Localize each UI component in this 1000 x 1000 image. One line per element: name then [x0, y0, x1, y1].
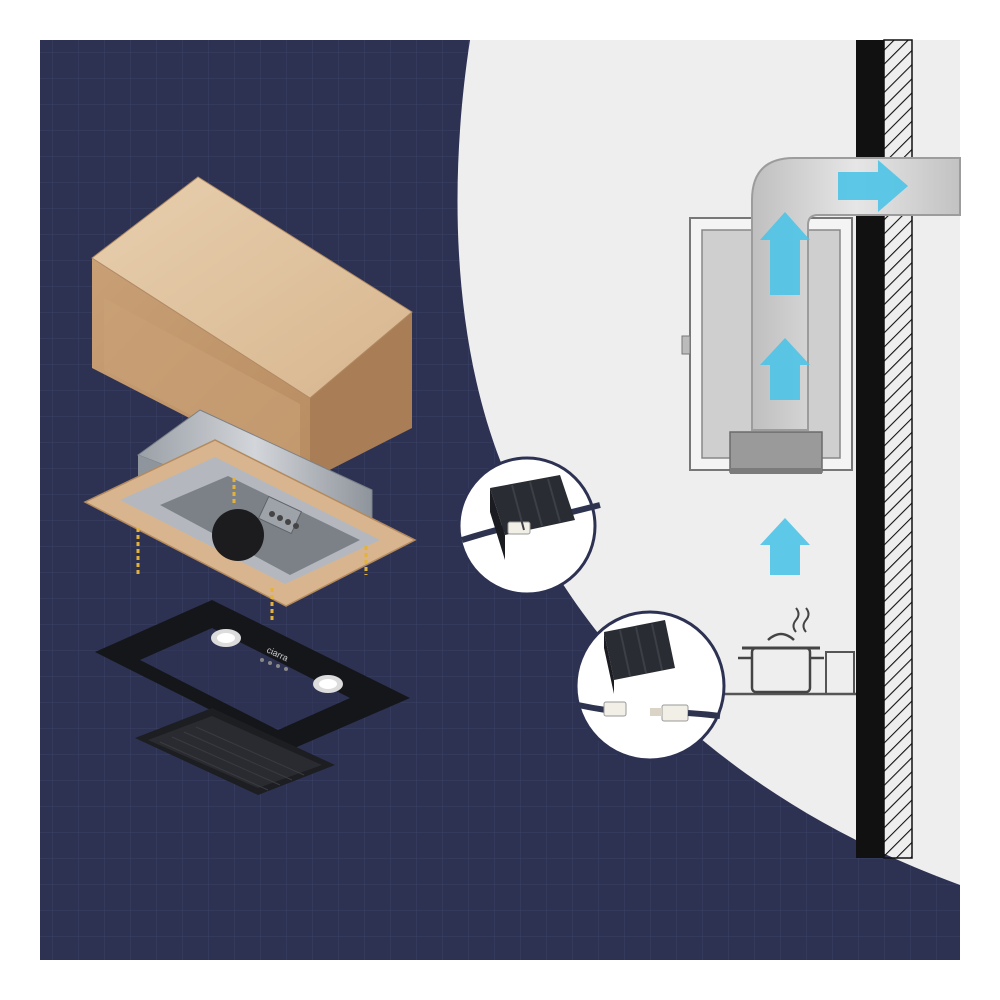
arrow-icon [760, 212, 810, 295]
glass-front-panel: ciarra [95, 600, 410, 750]
carbon-filter [135, 708, 335, 795]
pot-icon [738, 632, 824, 694]
control-buttons [260, 658, 288, 671]
mounting-board [83, 439, 417, 607]
arrow-icon [838, 160, 908, 212]
connector-callout-closed [457, 456, 601, 596]
arrow-icon [760, 338, 810, 400]
range-hood-section [729, 431, 823, 474]
connector-icon [577, 620, 721, 722]
connector-callout-open [574, 610, 726, 762]
airflow-arrows [760, 160, 908, 575]
countertop [715, 651, 856, 696]
connector-icon [461, 475, 601, 560]
wooden-cabinet [91, 176, 413, 480]
steam-icon [792, 607, 810, 633]
arrow-icon [760, 518, 810, 575]
